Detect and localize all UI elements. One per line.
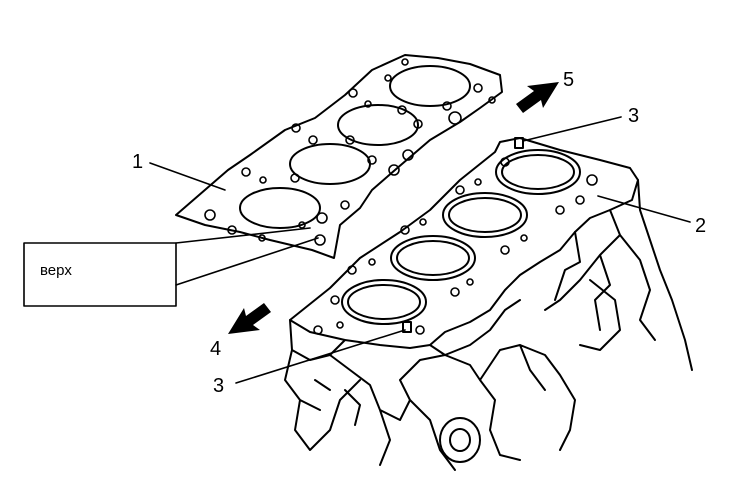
block-bore-3-inner xyxy=(448,197,522,233)
callout-1: 1 xyxy=(132,151,143,173)
block-deck xyxy=(289,137,639,349)
block-bore-2-inner xyxy=(396,240,470,276)
leader-2 xyxy=(597,195,691,223)
callout-4: 4 xyxy=(210,338,221,360)
block-bolt-holes xyxy=(313,157,598,335)
block-side xyxy=(544,179,693,371)
callout-3-bottom: 3 xyxy=(213,375,224,397)
block-bore-4-inner xyxy=(501,154,575,190)
gasket-outline xyxy=(175,54,503,259)
block-bore-3 xyxy=(442,192,528,238)
block-bore-1 xyxy=(341,279,427,325)
gasket-bore-2 xyxy=(289,143,371,185)
cylinder-block xyxy=(284,137,693,471)
gasket-bore-3 xyxy=(337,104,419,146)
leader-3-bottom xyxy=(235,329,406,384)
top-marker-leader xyxy=(175,237,319,286)
dowel-pin-rear xyxy=(514,137,524,149)
dowel-pin-front xyxy=(402,321,412,333)
callout-3-top: 3 xyxy=(628,105,639,127)
callout-5: 5 xyxy=(563,69,574,91)
gasket-bore-1 xyxy=(239,187,321,229)
arrow-4-icon xyxy=(228,303,271,334)
head-gasket xyxy=(175,54,503,259)
gasket-bore-4 xyxy=(389,65,471,107)
block-lower xyxy=(284,344,576,471)
top-marker-label: верх xyxy=(40,262,72,279)
block-bore-4 xyxy=(495,149,581,195)
block-bore-2 xyxy=(390,235,476,281)
top-marker-leader-2 xyxy=(175,227,311,244)
block-bore-1-inner xyxy=(347,284,421,320)
top-marker-box xyxy=(23,242,177,307)
leader-1 xyxy=(149,162,226,191)
callout-2: 2 xyxy=(695,215,706,237)
block-lower-boss-inner xyxy=(449,428,471,452)
gasket-bolt-holes xyxy=(204,58,496,246)
leader-3-top xyxy=(522,116,622,142)
block-lower-boss xyxy=(439,417,481,463)
arrow-5-icon xyxy=(516,82,559,113)
